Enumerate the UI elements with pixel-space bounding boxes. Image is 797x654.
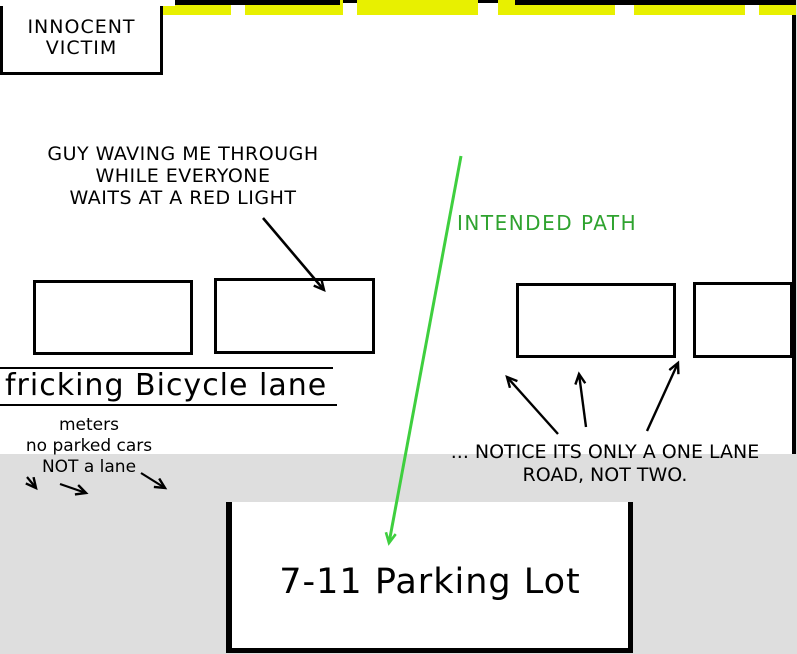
lane-note-line-3: NOT a lane	[41, 457, 137, 477]
road-curb-right	[515, 0, 796, 5]
guy-waving-line-3: WAITS AT A RED LIGHT	[69, 187, 297, 209]
innocent-victim-line-2: VICTIM	[45, 36, 118, 59]
parking-entrance	[0, 0, 175, 6]
lane-note-line-1: meters	[59, 415, 119, 435]
guy-waving-note: GUY WAVING ME THROUGH WHILE EVERYONE WAI…	[28, 143, 338, 209]
lane-note-arrow-2	[59, 482, 86, 493]
one-lane-note-line-2: ROAD, NOT TWO.	[522, 464, 688, 486]
intended-path-label: INTENDED PATH	[457, 211, 638, 235]
center-line-dash	[357, 0, 478, 15]
vehicle-box-3	[516, 283, 676, 358]
vehicle-box-2	[214, 278, 375, 354]
lane-note: meters no parked cars NOT a lane	[8, 415, 170, 478]
bicycle-lane-label: fricking Bicycle lane	[5, 368, 328, 403]
parking-lot-label: 7-11 Parking Lot	[279, 562, 581, 602]
vehicle-box-4	[693, 282, 793, 358]
bicycle-lane-top-line	[0, 367, 333, 369]
guy-waving-line-1: GUY WAVING ME THROUGH	[47, 143, 319, 165]
lane-note-line-2: no parked cars	[25, 436, 153, 456]
vehicle-box-1	[33, 280, 193, 355]
parking-lot-box: 7-11 Parking Lot	[226, 502, 633, 653]
guy-waving-line-2: WHILE EVERYONE	[95, 165, 271, 187]
one-lane-note-line-1: ... NOTICE ITS ONLY A ONE LANE	[450, 441, 760, 463]
lane-note-arrow-1	[27, 476, 36, 488]
bicycle-lane-bottom-line	[0, 404, 337, 406]
innocent-victim-line-1: INNOCENT	[27, 15, 136, 38]
innocent-victim-box: INNOCENT VICTIM	[0, 0, 163, 75]
one-lane-note: ... NOTICE ITS ONLY A ONE LANE ROAD, NOT…	[444, 441, 766, 487]
